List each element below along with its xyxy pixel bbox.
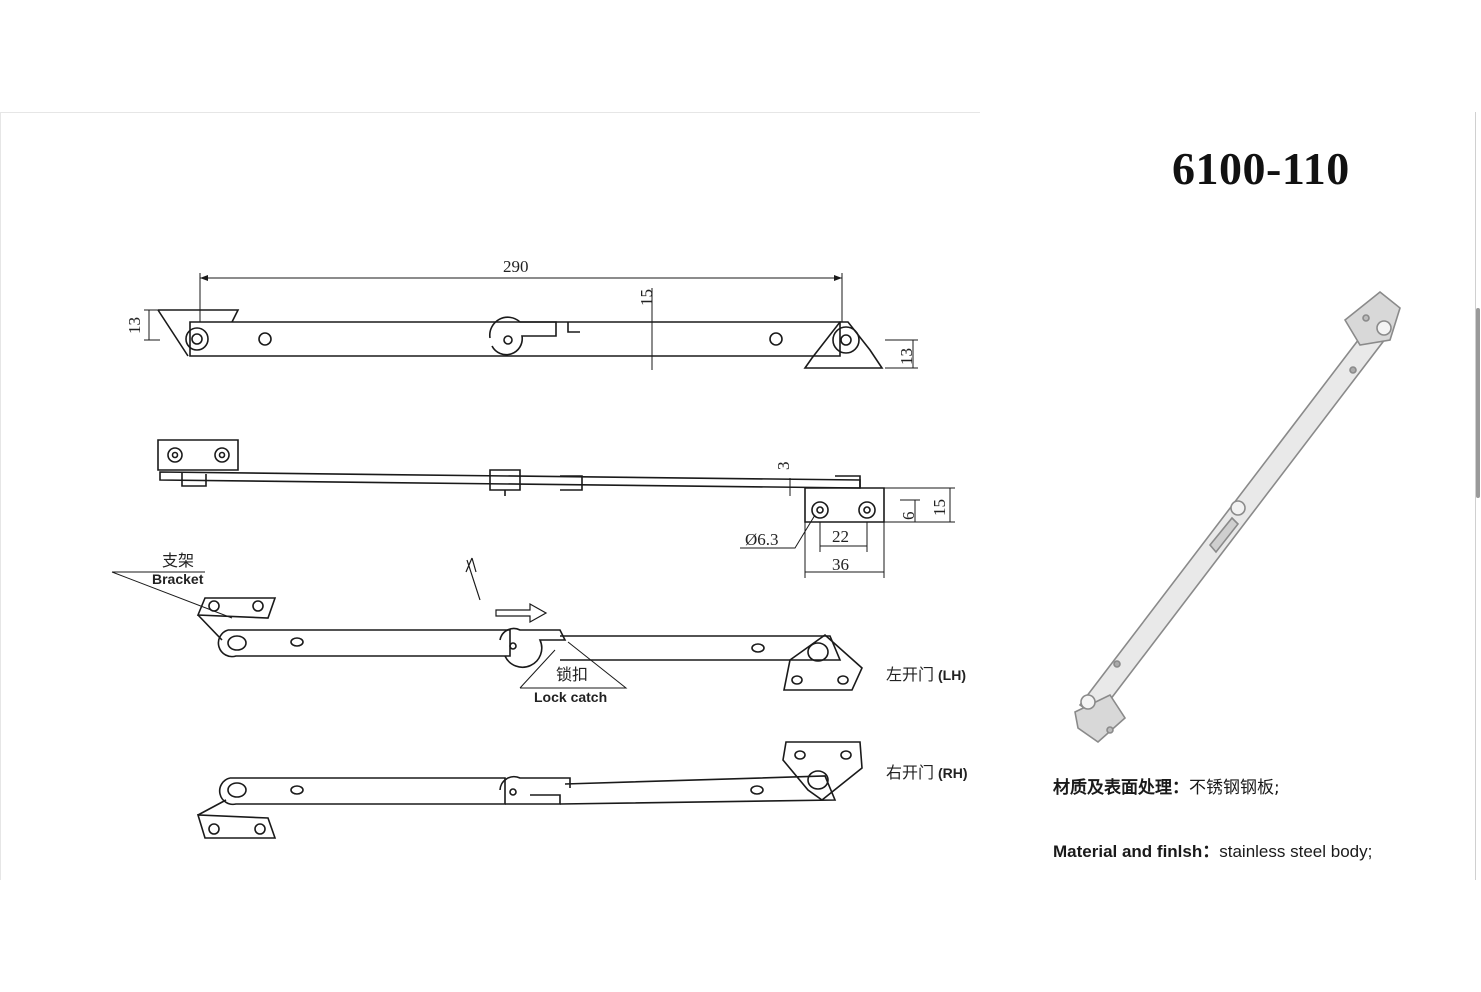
scrollbar-thumb[interactable] bbox=[1476, 308, 1480, 498]
sheet-border bbox=[0, 112, 1, 880]
dim-thickness: 3 bbox=[774, 462, 793, 471]
sheet-border bbox=[0, 112, 980, 113]
lock-label-cn: 锁扣 bbox=[556, 665, 588, 684]
lh-label-cn: 左开门 bbox=[886, 665, 934, 684]
bracket-label-en: Bracket bbox=[152, 571, 204, 587]
dim-offset: 15 bbox=[637, 289, 656, 306]
dim-bracket-width: 36 bbox=[832, 555, 849, 574]
lh-label-en: (LH) bbox=[938, 667, 966, 683]
material-cn: 材质及表面处理：不锈钢钢板; bbox=[1053, 773, 1280, 798]
product-render bbox=[1074, 290, 1401, 744]
side-view bbox=[157, 439, 955, 578]
dim-hole-spacing: 22 bbox=[832, 527, 849, 546]
material-en: Material and finlsh：stainless steel body… bbox=[1053, 837, 1372, 862]
rh-label-en: (RH) bbox=[938, 765, 968, 781]
material-en-value: stainless steel body; bbox=[1219, 842, 1373, 861]
dim-height-right: 13 bbox=[897, 348, 916, 365]
rh-view bbox=[196, 741, 863, 839]
rh-label-cn: 右开门 bbox=[886, 763, 934, 782]
dim-height-left: 13 bbox=[125, 317, 144, 334]
material-cn-value: 不锈钢钢板; bbox=[1189, 778, 1280, 798]
material-en-label: Material and finlsh： bbox=[1053, 842, 1220, 861]
dim-length: 290 bbox=[503, 257, 529, 276]
sheet-border bbox=[1475, 112, 1476, 880]
lock-label-en: Lock catch bbox=[534, 689, 607, 705]
dim-hole-dia: Ø6.3 bbox=[745, 530, 779, 549]
dim-hole-offset: 6 bbox=[899, 512, 918, 521]
lh-view bbox=[111, 557, 863, 691]
model-number: 6100-110 bbox=[1172, 143, 1350, 194]
material-cn-label: 材质及表面处理： bbox=[1053, 778, 1189, 798]
top-view bbox=[144, 273, 918, 370]
dim-bracket-height: 15 bbox=[930, 499, 949, 516]
bracket-label-cn: 支架 bbox=[162, 551, 194, 570]
